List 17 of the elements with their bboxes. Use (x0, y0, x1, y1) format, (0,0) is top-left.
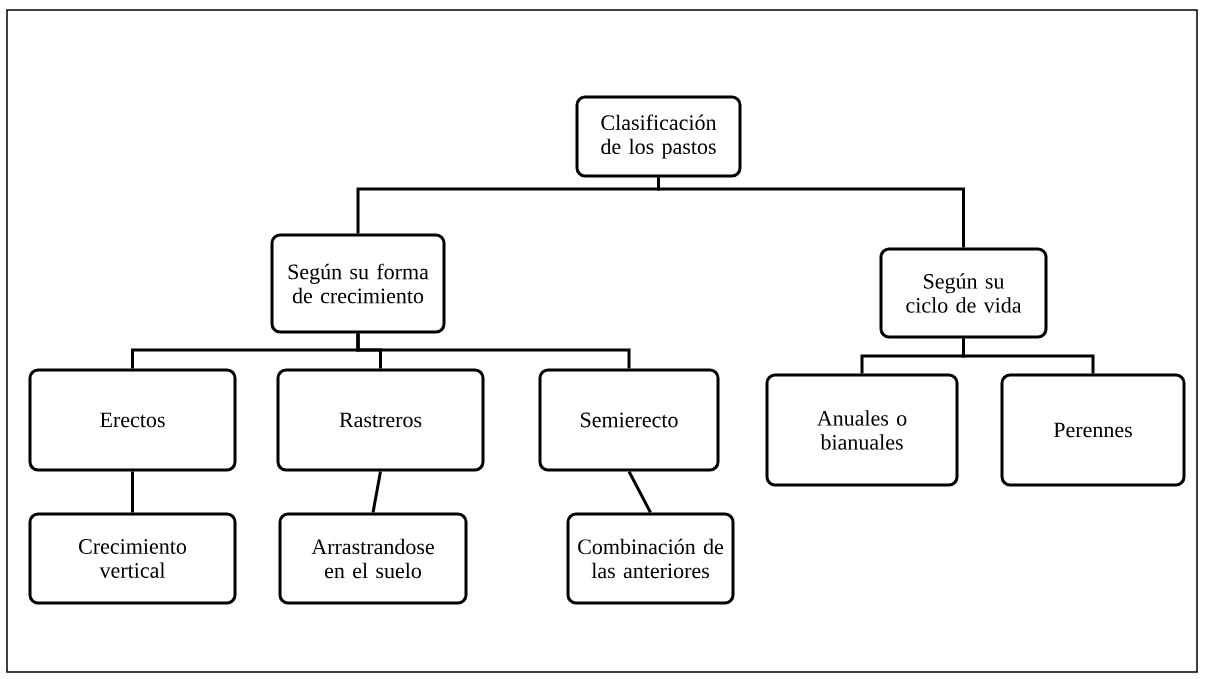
category-box: Crecimiento vertical (28, 512, 237, 605)
category-box: Semierecto (538, 368, 720, 472)
category-box: Perennes (1000, 373, 1186, 487)
category-box: Según su ciclo de vida (879, 247, 1048, 339)
category-box: Arrastrandose en el suelo (278, 512, 468, 605)
category-box: Según su forma de crecimiento (270, 233, 446, 334)
category-box: Erectos (28, 368, 237, 472)
connector-line (371, 471, 382, 513)
connector-line (131, 471, 134, 513)
connector-line (627, 470, 652, 514)
category-box: Clasificación de los pastos (575, 95, 742, 178)
category-box: Combinación de las anteriores (566, 512, 735, 605)
category-box: Anuales o bianuales (765, 373, 959, 487)
connector-line (657, 177, 965, 248)
connector-line (962, 338, 1095, 374)
connector-line (356, 333, 631, 369)
category-box: Rastreros (276, 368, 485, 472)
